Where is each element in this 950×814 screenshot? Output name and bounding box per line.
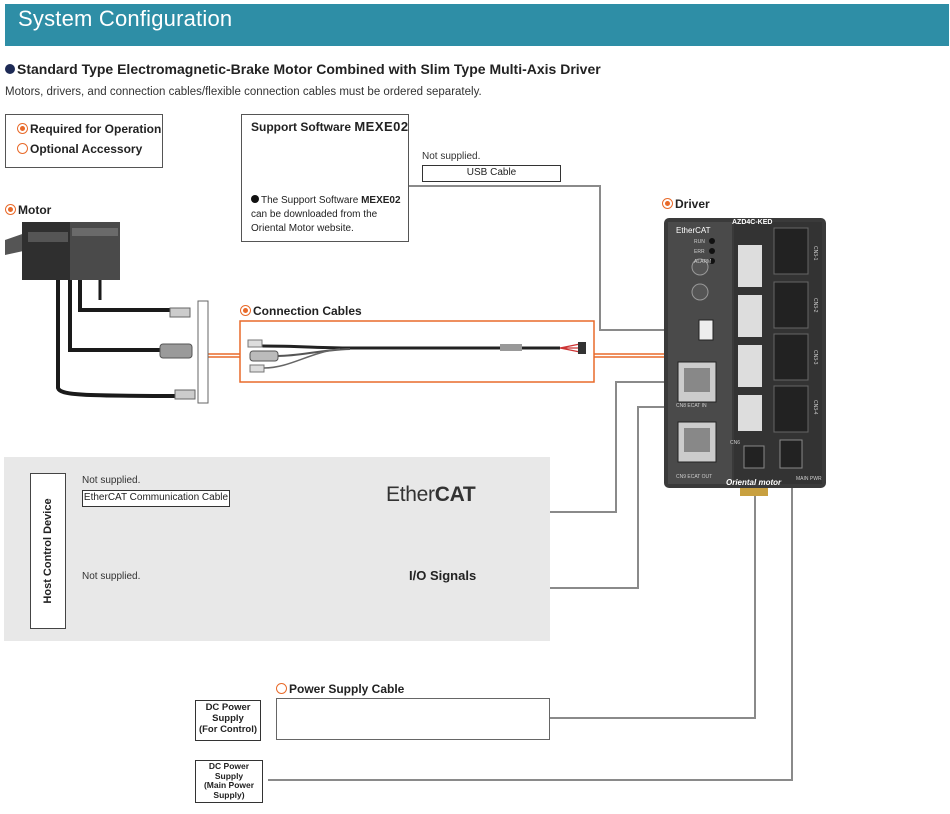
port-cn9: CN9 ECAT OUT bbox=[676, 474, 713, 480]
motor-label-text: Motor bbox=[18, 203, 52, 217]
main-pwr-label: MAIN PWR bbox=[796, 476, 822, 482]
host-panel bbox=[4, 457, 550, 641]
io-signals-label: I/O Signals bbox=[409, 568, 477, 583]
dc-main-line2: Supply bbox=[214, 770, 244, 781]
dc-control-line2: Supply bbox=[212, 713, 244, 724]
led-run-label: RUN bbox=[694, 239, 705, 245]
support-software-desc-prefix: The Support Software bbox=[261, 195, 362, 206]
driver-icon bbox=[664, 218, 826, 496]
legend-optional: Optional Accessory bbox=[17, 142, 142, 156]
connection-cables-label: Connection Cables bbox=[240, 304, 362, 318]
bullet-icon bbox=[5, 64, 15, 74]
connection-cables-label-text: Connection Cables bbox=[253, 304, 362, 318]
driver-brand: EtherCAT bbox=[676, 226, 711, 235]
usb-cable-label: USB Cable bbox=[422, 165, 561, 182]
required-dot-icon bbox=[17, 123, 28, 134]
ethercat-not-supplied: Not supplied. bbox=[82, 475, 141, 486]
motor-connector-bracket bbox=[197, 300, 209, 404]
subtitle-text: Standard Type Electromagnetic-Brake Moto… bbox=[17, 61, 601, 77]
driver-leds: RUN ERR ALARM bbox=[694, 237, 711, 267]
optional-circle-icon bbox=[276, 683, 287, 694]
header-banner bbox=[5, 4, 949, 46]
support-software-title: Support Software MEXE02 bbox=[251, 119, 409, 134]
host-label: Host Control Device bbox=[42, 498, 54, 604]
host-control-device: Host Control Device bbox=[30, 473, 66, 629]
led-err-label: ERR bbox=[694, 249, 705, 255]
required-dot-icon bbox=[662, 198, 673, 209]
driver-label-text: Driver bbox=[675, 197, 710, 211]
dc-power-main: DC Power Supply (Main Power Supply) bbox=[195, 760, 263, 803]
page-title: System Configuration bbox=[18, 6, 233, 31]
driver-label: Driver bbox=[662, 197, 710, 211]
usb-not-supplied: Not supplied. bbox=[422, 151, 481, 162]
driver-model: AZD4C-KED bbox=[732, 219, 773, 226]
support-software-desc: The Support Software MEXE02 can be downl… bbox=[251, 194, 403, 236]
ethercat-cable-label: EtherCAT Communication Cable bbox=[82, 490, 230, 507]
control-power-line bbox=[548, 470, 756, 719]
cn6-label: CN6 bbox=[730, 440, 741, 446]
legend-required: Required for Operation bbox=[17, 122, 161, 136]
support-software-desc-suffix: can be downloaded from the Oriental Moto… bbox=[251, 209, 378, 234]
motor-icon bbox=[5, 222, 196, 400]
cn3-3-label: CN3-3 bbox=[812, 350, 818, 365]
dc-main-line1: DC Power bbox=[208, 761, 250, 771]
dc-control-line3: (For Control) bbox=[198, 724, 258, 735]
ordering-note: Motors, drivers, and connection cables/f… bbox=[5, 86, 482, 98]
cn3-4-label: CN3-4 bbox=[812, 400, 818, 415]
required-dot-icon bbox=[240, 305, 251, 316]
power-supply-cable-label-text: Power Supply Cable bbox=[289, 682, 405, 696]
power-supply-cable-box bbox=[276, 698, 550, 740]
bullet-icon bbox=[251, 195, 259, 203]
dc-main-line4: Supply) bbox=[213, 789, 245, 800]
support-software-title-prefix: Support Software bbox=[251, 120, 355, 134]
required-dot-icon bbox=[5, 204, 16, 215]
cn3-1-label: CN3-1 bbox=[812, 246, 818, 261]
cn3-2-label: CN3-2 bbox=[812, 298, 818, 313]
dc-power-control: DC Power Supply (For Control) bbox=[195, 700, 261, 741]
optional-circle-icon bbox=[17, 143, 28, 154]
ethercat-logo-suffix: CAT bbox=[434, 483, 476, 506]
ethercat-logo: EtherCAT bbox=[386, 483, 476, 507]
support-software-title-name: MEXE02 bbox=[354, 119, 409, 134]
connection-cables-box bbox=[239, 320, 595, 383]
support-software-box bbox=[241, 114, 409, 242]
support-software-desc-name: MEXE02 bbox=[361, 195, 401, 206]
ethercat-logo-prefix: Ether bbox=[386, 483, 435, 506]
motor-label: Motor bbox=[5, 203, 51, 217]
legend-optional-label: Optional Accessory bbox=[30, 142, 143, 156]
main-power-line bbox=[268, 470, 793, 781]
driver-footer: Oriental motor bbox=[726, 478, 782, 487]
usb-cable-line bbox=[407, 185, 700, 331]
power-supply-cable-label: Power Supply Cable bbox=[276, 682, 404, 696]
dc-main-line3: (Main Power bbox=[203, 780, 255, 790]
dc-control-line1: DC Power bbox=[205, 702, 251, 713]
port-cn8: CN8 ECAT IN bbox=[676, 403, 707, 409]
legend-box: Required for Operation Optional Accessor… bbox=[5, 114, 163, 168]
led-alarm-label: ALARM bbox=[694, 259, 712, 265]
legend-required-label: Required for Operation bbox=[30, 122, 162, 136]
subtitle: Standard Type Electromagnetic-Brake Moto… bbox=[5, 61, 601, 77]
io-not-supplied: Not supplied. bbox=[82, 571, 141, 582]
